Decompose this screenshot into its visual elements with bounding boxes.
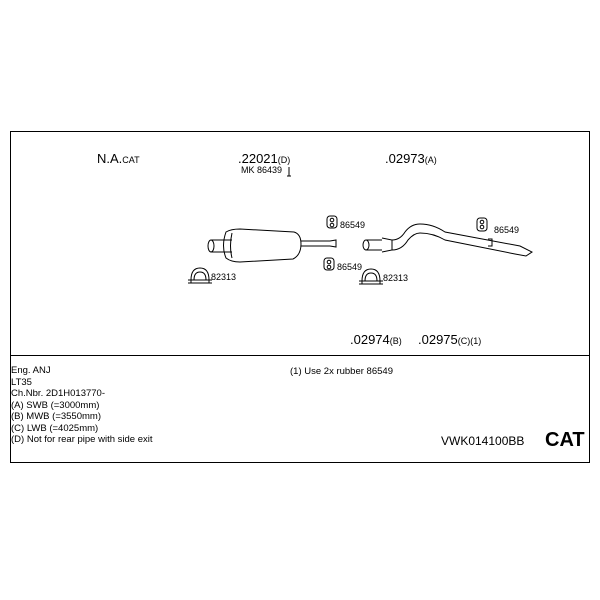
footnote-rubber: (1) Use 2x rubber 86549 [290,366,393,377]
part-22021-label: .22021(D) [238,151,291,166]
rear-silencer-drawing [207,228,337,263]
front-pipe-drawing [362,223,533,257]
note-line-lwb: (C) LWB (=4025mm) [11,422,99,434]
callout-86549-top: 86549 [340,220,366,230]
clamp-icon-right [359,268,383,285]
rubber-hanger-icon-right [476,217,488,232]
mk-connector-mark [287,167,291,177]
callout-82313-right: 82313 [383,273,409,283]
callout-86549-right: 86549 [494,225,520,235]
note-line-model: LT35 [11,376,32,388]
callout-82313-left: 82313 [211,272,237,282]
rubber-hanger-icon-mid [323,257,335,271]
callout-86549-mid: 86549 [337,262,363,272]
rubber-hanger-icon-top [326,215,338,229]
note-line-swb: (A) SWB (=3000mm) [11,399,100,411]
diagram-frame [10,131,590,463]
part-02974-label: .02974(B) [350,332,402,347]
note-line-side-exit: (D) Not for rear pipe with side exit [11,434,153,445]
pipe-hanger-mark [488,238,493,247]
clamp-icon-left [188,267,212,284]
section-divider [10,355,590,356]
mk-reference: MK 86439 [241,165,283,175]
part-02975-label: .02975(C)(1) [418,332,482,347]
cat-badge: CAT [545,429,585,451]
part-02973-label: .02973(A) [385,151,437,166]
kit-code: VWK014100BB [441,434,525,448]
note-line-engine: Eng. ANJ [11,365,51,376]
note-line-mwb: (B) MWB (=3550mm) [11,411,101,422]
na-cat-label: N.A.CAT [97,151,140,166]
note-line-chassis: Ch.Nbr. 2D1H013770- [11,388,105,399]
